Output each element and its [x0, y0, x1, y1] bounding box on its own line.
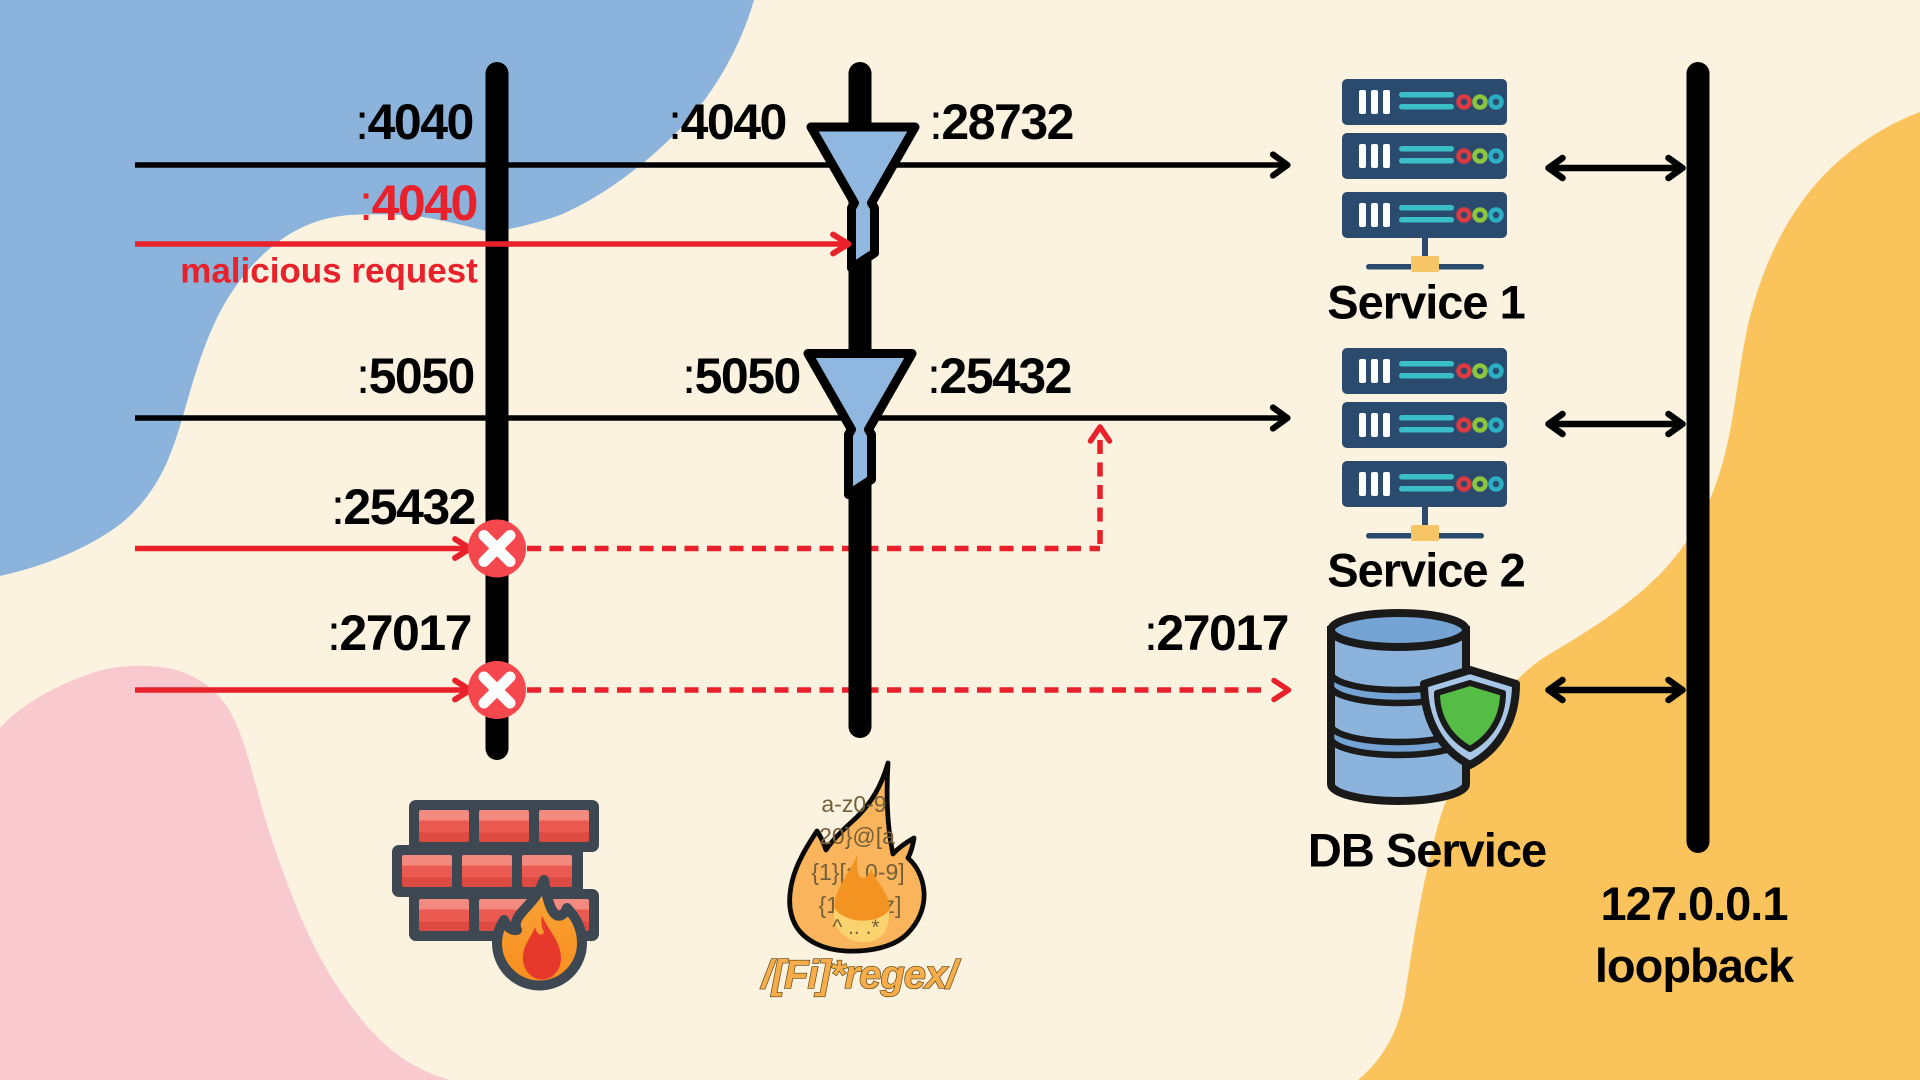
blocked-25432-arrow: [135, 536, 473, 561]
port-label-27017-blocked: :27017: [327, 605, 472, 661]
regex-fragment: 20}@[a: [819, 823, 895, 849]
arrowhead: [1271, 677, 1292, 703]
port-label-25432-blocked: :25432: [331, 479, 476, 535]
flow-5050-arrow: [135, 404, 1291, 432]
orange-blob: [1358, 112, 1920, 1080]
firewall-bar: [485, 62, 509, 760]
blocked-25432-dashed-path: [527, 424, 1113, 552]
malicious-request-label: malicious request: [180, 251, 478, 291]
loopback-address: 127.0.0.1: [1600, 876, 1788, 930]
shield-icon: [1420, 666, 1520, 769]
port-label-4040-source: :4040: [355, 94, 474, 150]
blocked-27017-dashed-path: [527, 677, 1292, 703]
loopback-name: loopback: [1594, 939, 1794, 992]
database-icon: [1327, 609, 1520, 805]
loopback-link-arrow: [1549, 414, 1683, 434]
port-label-27017-destination: :27017: [1144, 605, 1289, 661]
firewall-icon: [392, 800, 599, 991]
server-rack-icon-service2: [1342, 348, 1507, 541]
port-label-4040-filter: :4040: [668, 94, 787, 150]
port-label-28732-forward: :28732: [929, 94, 1074, 150]
port-label-4040-malicious: :4040: [359, 175, 478, 231]
blue-blob: [0, 0, 754, 576]
arrowhead: [1269, 404, 1291, 432]
arrowhead: [830, 231, 852, 257]
service-1-label: Service 1: [1327, 275, 1525, 329]
funnel-icon: [811, 127, 915, 268]
pink-blob: [0, 665, 450, 1080]
arrowhead-up: [1087, 424, 1113, 444]
flame-icon: [492, 875, 587, 991]
regex-flame-icon: a-z0-9 20}@[a {1}[a 0-9] {1 z] ^ .. .*: [787, 760, 927, 954]
funnel-icon: [808, 354, 912, 495]
blocked-x-icon: [468, 661, 526, 719]
db-service-label: DB Service: [1307, 823, 1547, 877]
blocked-x-icon: [468, 520, 526, 578]
regex-fragment: ^ .. .*: [832, 916, 879, 939]
port-label-5050-source: :5050: [356, 348, 475, 404]
server-rack-icon-service1: [1342, 79, 1507, 272]
loopback-bar: [1686, 62, 1710, 853]
regex-fragment: a-z0-9: [821, 791, 886, 817]
loopback-link-arrow: [1549, 158, 1683, 178]
arrowhead: [1269, 151, 1291, 179]
port-label-5050-filter: :5050: [682, 348, 801, 404]
loopback-label: 127.0.0.1 loopback: [1594, 873, 1794, 997]
port-label-25432-forward: :25432: [927, 348, 1072, 404]
regex-filter-label: /[Fi]*regex/: [761, 953, 958, 997]
malicious-4040-arrow: [135, 231, 852, 257]
flow-4040-arrow: [135, 151, 1291, 179]
service-2-label: Service 2: [1327, 543, 1525, 597]
